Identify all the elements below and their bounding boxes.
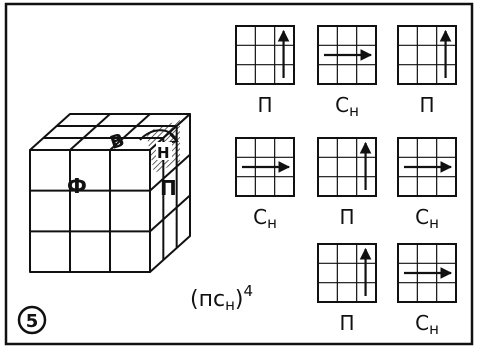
move-label: П xyxy=(257,93,272,117)
move-panel: П xyxy=(317,137,377,229)
arrowhead-icon xyxy=(278,161,291,173)
face-top-label: В xyxy=(108,130,128,154)
move-label: Сн xyxy=(253,205,277,232)
formula-c: с xyxy=(213,287,225,312)
arrowhead-icon xyxy=(439,29,452,42)
move-label: Сн xyxy=(335,93,359,120)
arrowhead-icon xyxy=(440,267,453,279)
rotation-label: Н xyxy=(157,144,170,162)
formula-open: ( xyxy=(190,287,199,312)
move-panel: Сн xyxy=(397,137,457,232)
rotation-indicator: Н xyxy=(139,120,180,173)
cube-top-gridline xyxy=(109,113,151,151)
move-label: Сн xyxy=(415,311,439,338)
formula: (псн)4 xyxy=(190,282,253,314)
move-label: П xyxy=(339,205,354,229)
svg-text:(псн)4: (псн)4 xyxy=(190,282,253,314)
outer-frame xyxy=(4,2,474,346)
formula-power: 4 xyxy=(244,282,254,300)
formula-p: п xyxy=(199,287,213,312)
move-panel: Сн xyxy=(397,243,457,338)
formula-sub: н xyxy=(225,296,235,314)
formula-close: ) xyxy=(235,287,244,312)
face-front-label: Ф xyxy=(67,174,87,198)
move-label: Сн xyxy=(415,205,439,232)
face-right-label: П xyxy=(160,176,177,200)
move-label: П xyxy=(419,93,434,117)
move-panel: П xyxy=(397,25,457,117)
cube-right-gridline xyxy=(149,153,191,192)
step-number: 5 xyxy=(26,311,39,332)
move-label: П xyxy=(339,311,354,335)
arrowhead-icon xyxy=(359,247,372,260)
arrowhead-icon xyxy=(360,49,373,61)
cube-right-gridline xyxy=(149,194,191,233)
step-badge: 5 xyxy=(17,305,47,335)
move-panel: Сн xyxy=(235,137,295,232)
move-panel: П xyxy=(317,243,377,335)
cube-front-face xyxy=(29,149,151,273)
arrowhead-icon xyxy=(440,161,453,173)
arrowhead-icon xyxy=(359,141,372,154)
cube-top-gridline xyxy=(69,113,111,151)
move-panel: Сн xyxy=(317,25,377,120)
arrowhead-icon xyxy=(277,29,290,42)
move-panel: П xyxy=(235,25,295,117)
